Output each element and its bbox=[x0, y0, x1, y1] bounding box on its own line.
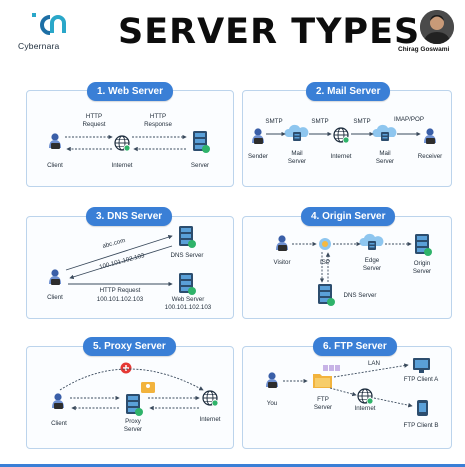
dns-http-request-label: HTTP Request bbox=[99, 287, 141, 294]
person-photo-icon bbox=[420, 10, 454, 44]
author-avatar bbox=[420, 10, 454, 44]
brand-name: Cybernara bbox=[18, 41, 60, 51]
dns-server-label: DNS Server bbox=[170, 252, 204, 259]
mail-server-1-label: Mail Server bbox=[287, 150, 307, 165]
dns-web-server-label: Web Server bbox=[171, 296, 205, 303]
origin-visitor-label: Visitor bbox=[273, 259, 291, 266]
mail-imap-label: IMAP/POP bbox=[394, 116, 424, 123]
panel-ftp-server bbox=[242, 346, 452, 449]
web-client-label: Client bbox=[47, 162, 63, 169]
web-server-label: Server bbox=[190, 162, 210, 169]
ftp-you-label: You bbox=[266, 400, 278, 407]
mail-smtp-label-2: SMTP bbox=[311, 118, 329, 125]
dns-request-ip-label: 100.101.102.103 bbox=[96, 296, 144, 303]
dns-server-title: 3. DNS Server bbox=[86, 207, 173, 226]
panel-web-server bbox=[26, 90, 234, 187]
origin-dns-label: DNS Server bbox=[343, 292, 377, 299]
mail-sender-label: Sender bbox=[248, 153, 268, 160]
proxy-server-label: Proxy Server bbox=[123, 418, 143, 433]
web-server-title: 1. Web Server bbox=[87, 82, 173, 101]
origin-server-label: Origin Server bbox=[412, 260, 432, 275]
mail-receiver-label: Receiver bbox=[417, 153, 443, 160]
proxy-server-title: 5. Proxy Server bbox=[83, 337, 176, 356]
proxy-client-label: Client bbox=[51, 420, 67, 427]
web-response-label: HTTP Response bbox=[144, 113, 172, 128]
mail-server-title: 2. Mail Server bbox=[306, 82, 391, 101]
mail-server-2-label: Mail Server bbox=[375, 150, 395, 165]
proxy-internet-label: Internet bbox=[199, 416, 221, 423]
origin-edge-label: Edge Server bbox=[362, 257, 382, 272]
dns-client-label: Client bbox=[47, 294, 63, 301]
cybernara-logo-icon bbox=[32, 13, 66, 35]
ftp-client-a-label: FTP Client A bbox=[403, 376, 439, 383]
dns-web-server-ip-label: 100.101.102.103 bbox=[164, 304, 212, 311]
panel-proxy-server bbox=[26, 346, 234, 449]
origin-server-title: 4. Origin Server bbox=[301, 207, 396, 226]
web-internet-label: Internet bbox=[111, 162, 133, 169]
mail-smtp-label-3: SMTP bbox=[353, 118, 371, 125]
ftp-client-b-label: FTP Client B bbox=[403, 422, 439, 429]
ftp-internet-label: Internet bbox=[354, 405, 376, 412]
ftp-server-label: FTP Server bbox=[313, 396, 333, 411]
panel-mail-server bbox=[242, 90, 452, 187]
author-name: Chirag Goswami bbox=[398, 46, 450, 53]
panel-origin-server bbox=[242, 216, 452, 319]
page-title: SERVER TYPES bbox=[118, 12, 421, 52]
mail-internet-label: Internet bbox=[330, 153, 352, 160]
mail-smtp-label-1: SMTP bbox=[265, 118, 283, 125]
bottom-accent-bar bbox=[0, 464, 465, 467]
ftp-server-title: 6. FTP Server bbox=[313, 337, 397, 356]
web-request-label: HTTP Request bbox=[82, 113, 106, 128]
origin-isp-label: ISP bbox=[320, 259, 330, 266]
ftp-lan-label: LAN bbox=[367, 360, 381, 367]
